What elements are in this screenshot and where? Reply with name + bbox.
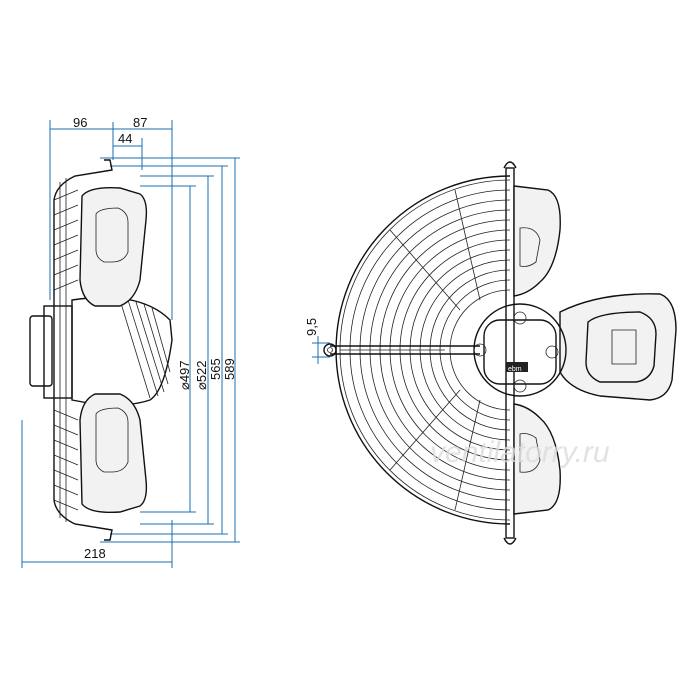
dim-497-label: ⌀497 — [177, 360, 192, 390]
side-view: 96 87 44 ⌀497 ⌀522 565 589 218 — [21, 115, 240, 568]
watermark: ventilatorry.ru — [430, 436, 610, 469]
label-plate — [506, 362, 528, 372]
dim-44-label: 44 — [118, 131, 132, 146]
dim-96-label: 96 — [73, 115, 87, 130]
guard-rings — [339, 179, 511, 521]
front-view: ebm 9,5 — [304, 161, 677, 545]
dim-9-5-label: 9,5 — [304, 318, 319, 336]
dim-522-label: ⌀522 — [194, 360, 209, 390]
dim-565-label: 565 — [208, 358, 223, 380]
label-plate-text: ebm — [508, 366, 522, 373]
dim-589-label: 589 — [222, 358, 237, 380]
dim-218-label: 218 — [84, 546, 106, 561]
dim-87-label: 87 — [133, 115, 147, 130]
